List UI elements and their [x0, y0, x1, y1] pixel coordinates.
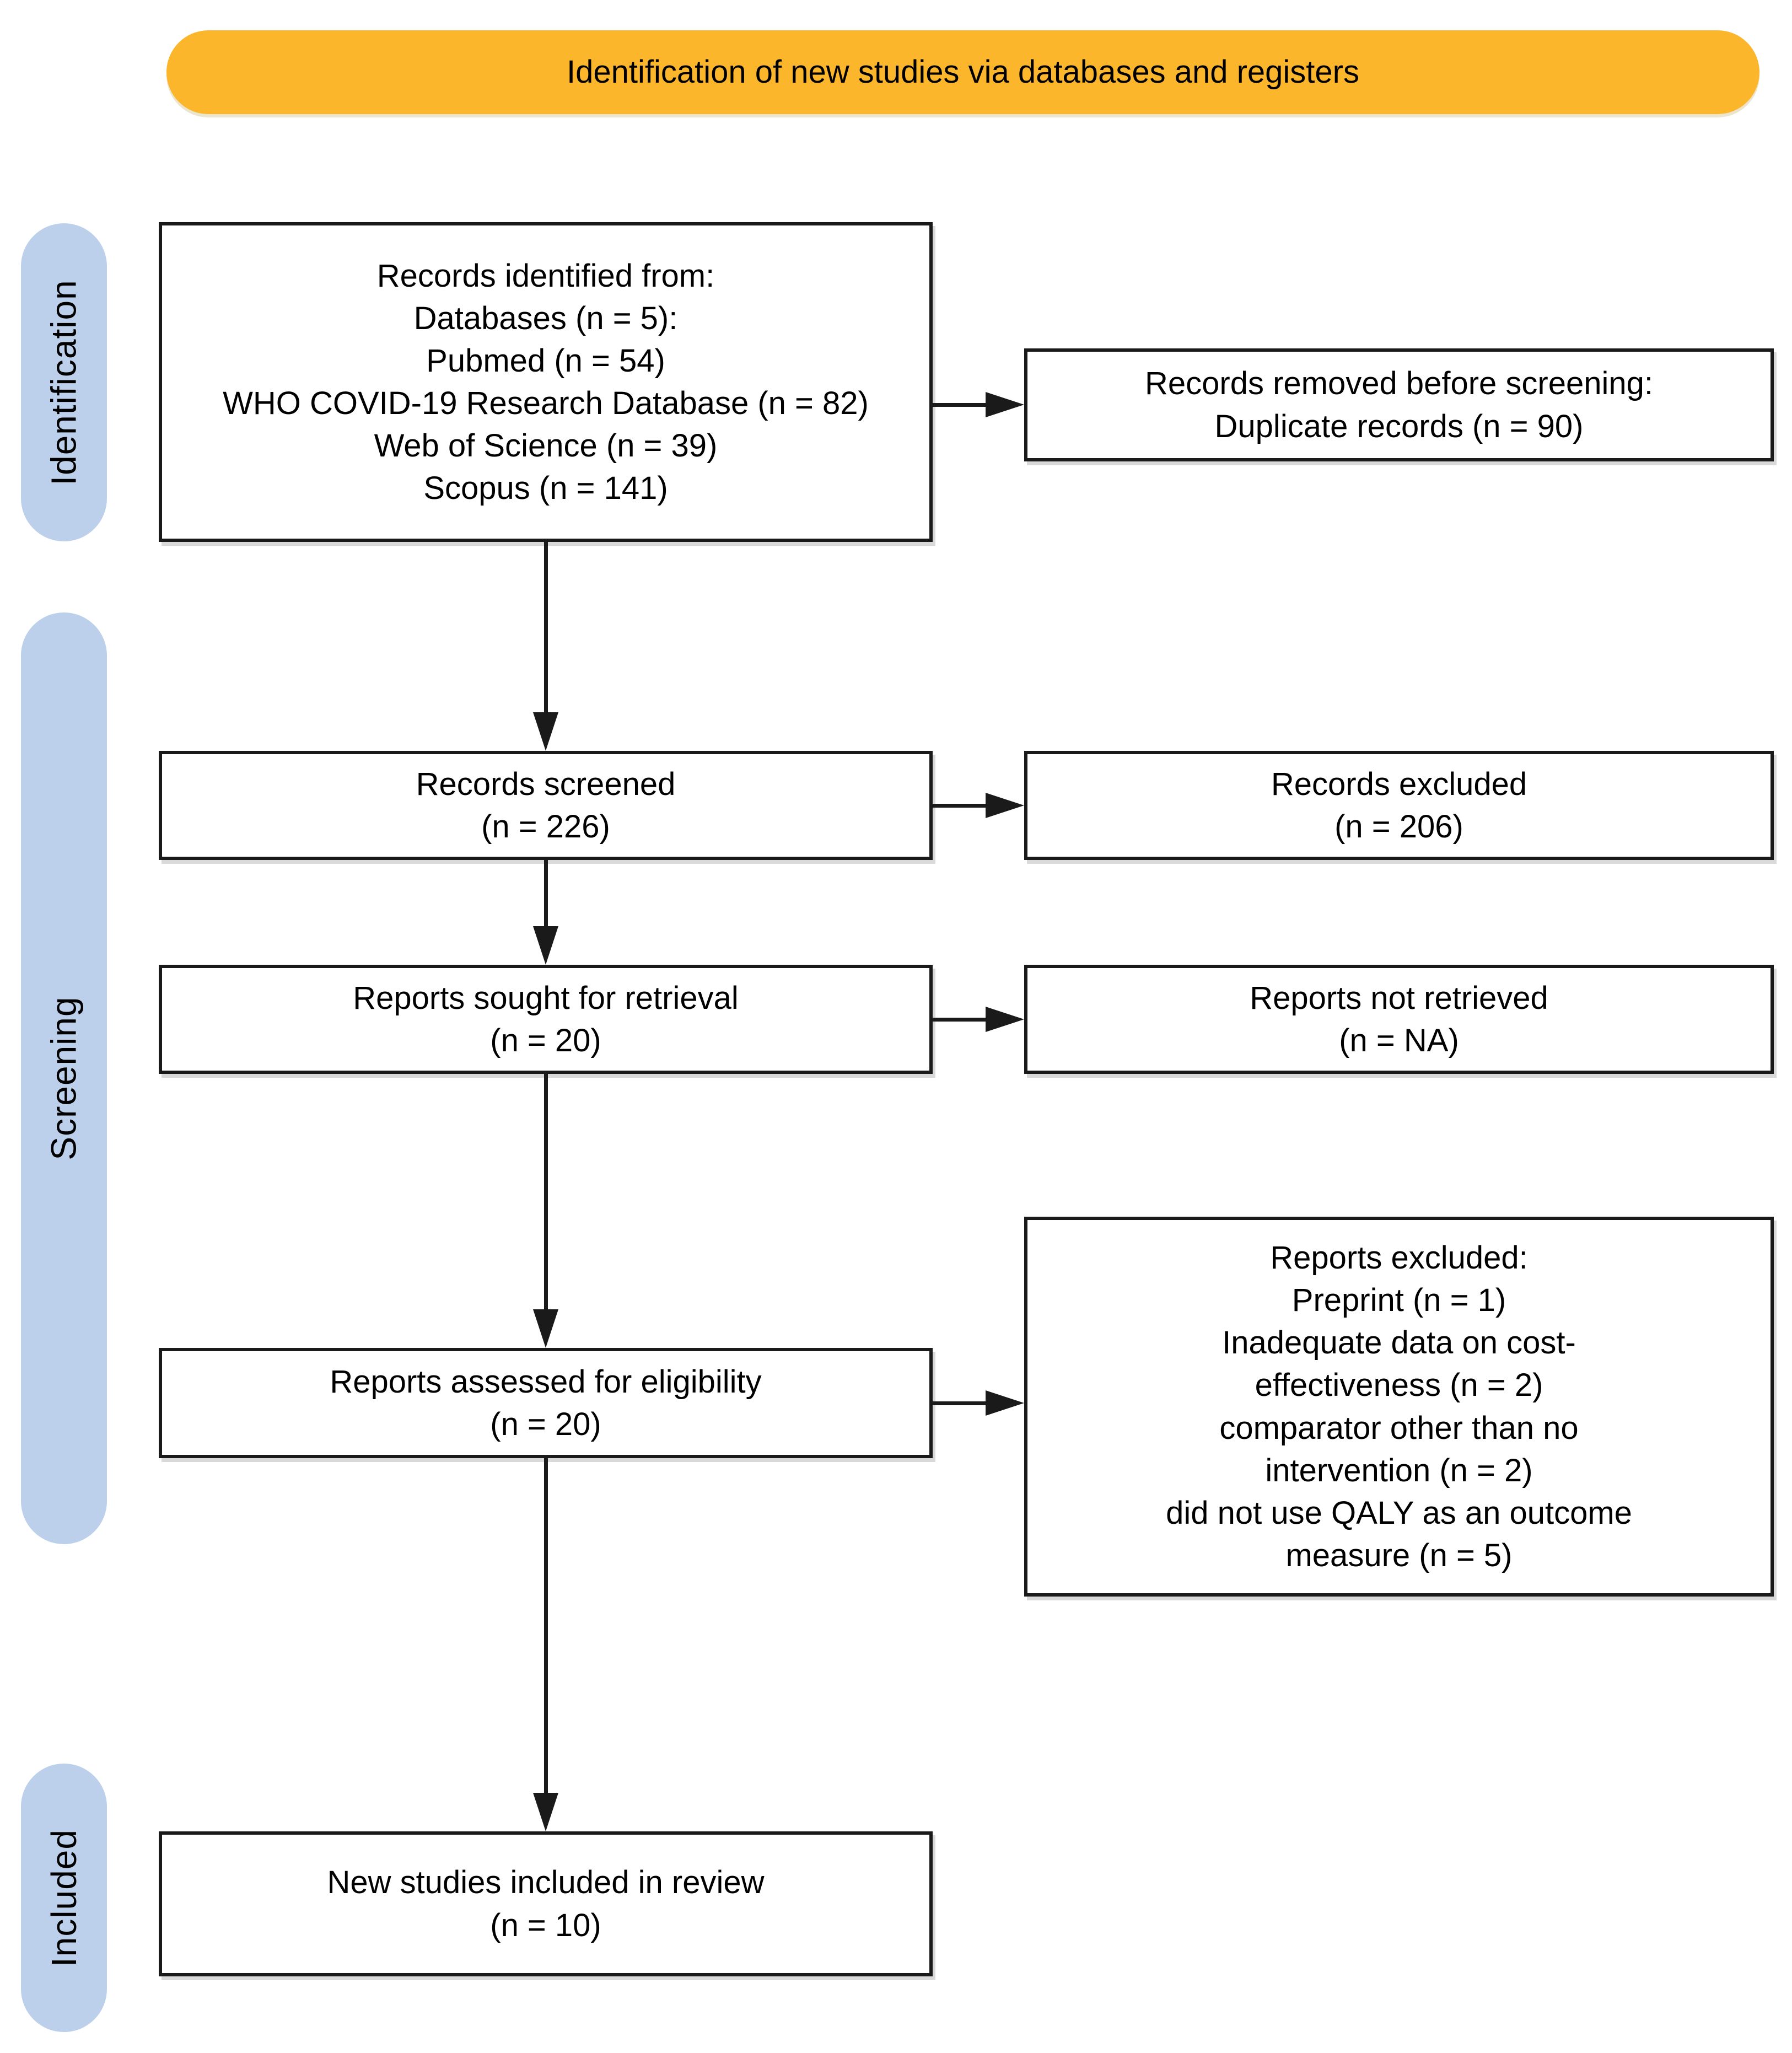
arrow-right-icon	[986, 793, 1024, 818]
connector-sought-to-not-retrieved	[933, 1018, 986, 1022]
box-line: (n = 10)	[490, 1907, 601, 1943]
box-line: Reports not retrieved	[1250, 980, 1548, 1016]
connector-identified-to-removed	[933, 403, 986, 407]
box-line: Records removed before screening:	[1144, 366, 1654, 402]
box-line: intervention (n = 2)	[1265, 1452, 1533, 1488]
arrow-down-icon	[533, 926, 558, 965]
connector-assessed-to-included	[544, 1458, 548, 1793]
stage-included-label: Included	[44, 1829, 84, 1967]
box-line: Duplicate records (n = 90)	[1214, 408, 1584, 444]
box-line: WHO COVID-19 Research Database (n = 82)	[223, 385, 869, 421]
box-line: Reports assessed for eligibility	[330, 1363, 762, 1400]
arrow-down-icon	[533, 1309, 558, 1348]
box-line: Records excluded	[1271, 766, 1527, 802]
box-line: Scopus (n = 141)	[423, 470, 668, 507]
arrow-right-icon	[986, 1007, 1024, 1032]
arrow-right-icon	[986, 392, 1024, 417]
box-line: (n = 226)	[481, 809, 610, 845]
box-records-excluded: Records excluded (n = 206)	[1024, 751, 1774, 860]
box-line: (n = 20)	[490, 1406, 601, 1442]
arrow-down-icon	[533, 712, 558, 751]
box-line: effectiveness (n = 2)	[1255, 1367, 1543, 1404]
box-line: Preprint (n = 1)	[1291, 1282, 1506, 1319]
box-line: Reports sought for retrieval	[353, 980, 739, 1016]
box-line: measure (n = 5)	[1285, 1537, 1513, 1573]
box-records-screened: Records screened (n = 226)	[159, 751, 933, 860]
box-line: (n = 206)	[1334, 809, 1463, 845]
box-reports-excluded-reasons: Reports excluded: Preprint (n = 1) Inade…	[1024, 1217, 1774, 1597]
box-line: Reports excluded:	[1270, 1240, 1528, 1276]
stage-identification-label: Identification	[44, 279, 84, 486]
box-line: (n = NA)	[1339, 1023, 1459, 1058]
box-line: Databases (n = 5):	[413, 300, 678, 336]
box-reports-not-retrieved: Reports not retrieved (n = NA)	[1024, 965, 1774, 1074]
box-records-removed-before-screening: Records removed before screening: Duplic…	[1024, 348, 1774, 461]
arrow-down-icon	[533, 1793, 558, 1831]
box-records-identified: Records identified from: Databases (n = …	[159, 222, 933, 542]
arrow-right-icon	[986, 1390, 1024, 1416]
box-line: comparator other than no	[1219, 1410, 1579, 1446]
box-line: Inadequate data on cost-	[1222, 1325, 1576, 1361]
box-line: Web of Science (n = 39)	[374, 428, 718, 464]
box-line: Pubmed (n = 54)	[426, 342, 665, 379]
box-reports-assessed: Reports assessed for eligibility (n = 20…	[159, 1348, 933, 1458]
connector-sought-to-assessed	[544, 1074, 548, 1309]
stage-screening: Screening	[21, 612, 107, 1544]
box-line: did not use QALY as an outcome	[1166, 1495, 1632, 1531]
box-reports-sought: Reports sought for retrieval (n = 20)	[159, 965, 933, 1074]
box-line: New studies included in review	[327, 1864, 765, 1901]
connector-screened-to-sought	[544, 860, 548, 926]
stage-identification: Identification	[21, 223, 107, 541]
stage-included: Included	[21, 1764, 107, 2032]
banner-label: Identification of new studies via databa…	[567, 54, 1359, 90]
connector-screened-to-excluded	[933, 804, 986, 808]
connector-assessed-to-reports-excluded	[933, 1401, 986, 1405]
box-line: Records screened	[416, 766, 676, 802]
stage-screening-label: Screening	[44, 996, 84, 1160]
banner-identification-via-databases: Identification of new studies via databa…	[166, 30, 1759, 114]
box-line: Records identified from:	[376, 257, 715, 294]
box-line: (n = 20)	[490, 1023, 601, 1058]
box-new-studies-included: New studies included in review (n = 10)	[159, 1831, 933, 1976]
connector-identified-to-screened	[544, 542, 548, 712]
